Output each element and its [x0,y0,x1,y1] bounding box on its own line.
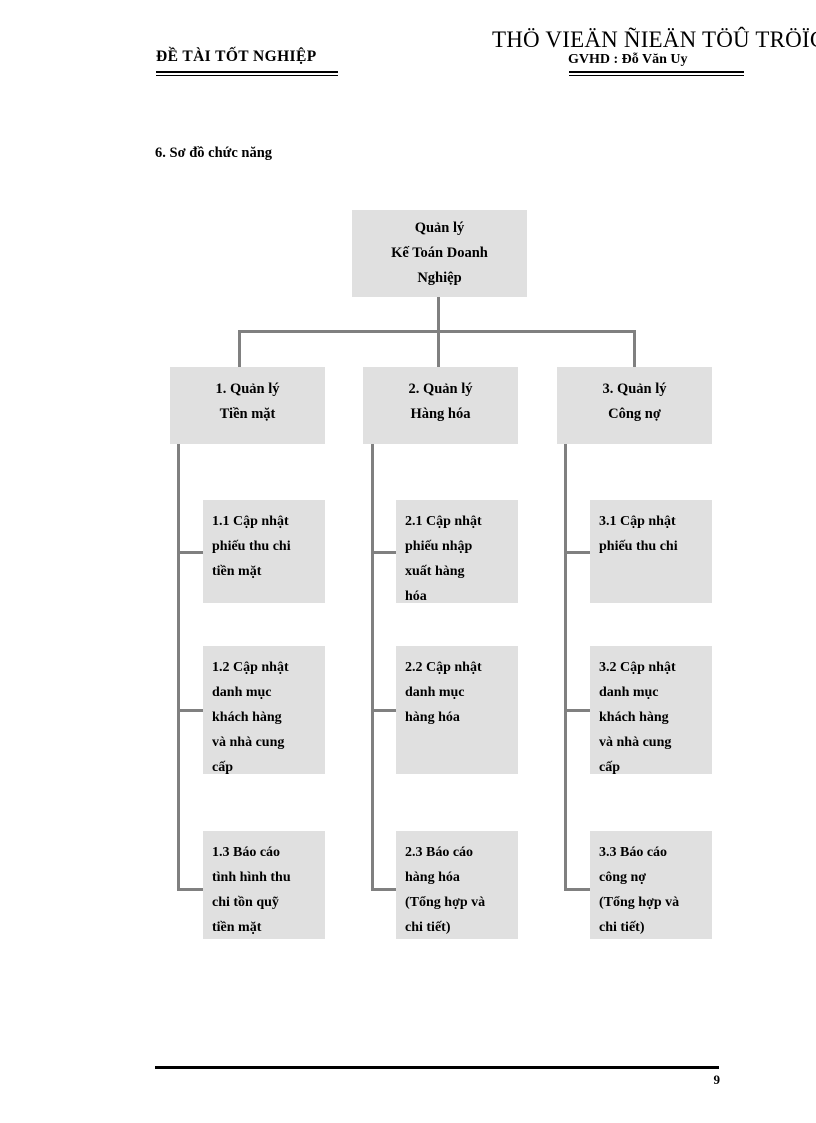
connector-trunk-col-1 [177,443,180,891]
node-text-line: 2.1 Cập nhật [405,514,482,529]
node-text-line: Quản lý [414,220,465,236]
header-advisor-line: GVHD : Đỗ Văn Uy [568,52,688,67]
node-text-line: và nhà cung [599,735,672,750]
node-text-line: phiếu nhập [405,539,473,554]
node-text-line: Kế Toán Doanh [391,245,488,261]
node-text-line: hàng hóa [405,710,460,725]
diagram-node-root[interactable]: Quản lý Kế Toán Doanh Nghiệp [352,210,527,297]
section-heading: 6. Sơ đồ chức năng [155,145,273,161]
node-text-line: danh mục [599,685,659,700]
header-left-title: ĐỀ TÀI TỐT NGHIỆP [156,48,317,65]
node-text-line: Công nợ [608,406,661,422]
node-text-line: chi tồn quỹ [212,895,279,910]
node-text-line: tình hình thu [212,870,291,885]
node-text-line: 2. Quản lý [408,381,473,397]
node-text-line: 3. Quản lý [602,381,667,397]
diagram-node-leaf-1-1[interactable]: 1.1 Cập nhật phiếu thu chi tiền mặt [203,500,325,603]
node-text-line: 2.2 Cập nhật [405,660,482,675]
node-text-line: phiếu thu chi [212,539,291,554]
node-text-line: hàng hóa [405,870,460,885]
node-text-line: phiếu thu chi [599,539,678,554]
node-text-line: và nhà cung [212,735,285,750]
node-text-line: cấp [599,760,620,775]
node-text-line: 2.3 Báo cáo [405,845,474,860]
connector-stub-3-1 [564,551,592,554]
header-right-title: THÖ VIEÄN ÑIEÄN TÖÛ TRÖÏC TUYEÁN [492,27,816,52]
node-text-line: danh mục [212,685,272,700]
node-text-line: xuất hàng [405,564,465,579]
diagram-node-branch-1[interactable]: 1. Quản lý Tiền mặt [170,367,325,444]
node-text-line: chi tiết) [599,920,645,935]
node-text-line: 3.3 Báo cáo [599,845,668,860]
connector-stub-1-1 [177,551,205,554]
node-text-line: (Tổng hợp và [599,895,680,910]
diagram-node-leaf-2-2[interactable]: 2.2 Cập nhật danh mục hàng hóa [396,646,518,774]
header-rule-right-lower [569,75,744,76]
connector-stub-2-1 [371,551,399,554]
node-text-line: 3.2 Cập nhật [599,660,676,675]
diagram-node-leaf-3-1[interactable]: 3.1 Cập nhật phiếu thu chi [590,500,712,603]
node-text-line: 1.3 Báo cáo [212,845,281,860]
node-text-line: công nợ [599,870,647,885]
node-text-line: tiền mặt [212,920,262,935]
connector-root-stem [437,297,440,331]
diagram-node-branch-2[interactable]: 2. Quản lý Hàng hóa [363,367,518,444]
footer-page-number: 9 [713,1072,721,1087]
header-rule-left-lower [156,75,338,76]
connector-stub-1-2 [177,709,205,712]
node-text-line: chi tiết) [405,920,451,935]
connector-stub-1-3 [177,888,205,891]
functional-decomposition-diagram: Quản lý Kế Toán Doanh Nghiệp 1. Quản lý … [170,210,712,939]
node-text-line: danh mục [405,685,465,700]
node-text-line: (Tổng hợp và [405,895,486,910]
node-text-line: Nghiệp [417,270,462,286]
footer-rule [155,1066,719,1069]
node-text-line: 1.1 Cập nhật [212,514,289,529]
node-text-line: khách hàng [599,710,669,725]
diagram-node-leaf-2-1[interactable]: 2.1 Cập nhật phiếu nhập xuất hàng hóa [396,500,518,604]
diagram-node-branch-3[interactable]: 3. Quản lý Công nợ [557,367,712,444]
node-text-line: 3.1 Cập nhật [599,514,676,529]
diagram-node-leaf-2-3[interactable]: 2.3 Báo cáo hàng hóa (Tổng hợp và chi ti… [396,831,518,939]
connector-stub-3-2 [564,709,592,712]
diagram-node-leaf-1-2[interactable]: 1.2 Cập nhật danh mục khách hàng và nhà … [203,646,325,775]
connector-stub-2-3 [371,888,399,891]
connector-drop-branch-1 [238,330,241,368]
node-text-line: Hàng hóa [410,406,471,422]
connector-stub-2-2 [371,709,399,712]
diagram-node-leaf-3-3[interactable]: 3.3 Báo cáo công nợ (Tổng hợp và chi tiế… [590,831,712,939]
connector-drop-branch-2 [437,330,440,368]
diagram-node-leaf-3-2[interactable]: 3.2 Cập nhật danh mục khách hàng và nhà … [590,646,712,775]
node-text-line: 1. Quản lý [215,381,280,397]
connector-trunk-col-2 [371,443,374,891]
node-text-line: khách hàng [212,710,282,725]
header-rule-right-upper [569,71,744,73]
page-header: ĐỀ TÀI TỐT NGHIỆP THÖ VIEÄN ÑIEÄN TÖÛ TR… [0,0,816,90]
diagram-node-leaf-1-3[interactable]: 1.3 Báo cáo tình hình thu chi tồn quỹ ti… [203,831,325,939]
connector-drop-branch-3 [633,330,636,368]
node-text-line: tiền mặt [212,564,262,579]
node-text-line: cấp [212,760,233,775]
connector-stub-3-3 [564,888,592,891]
node-text-line: 1.2 Cập nhật [212,660,289,675]
node-text-line: Tiền mặt [219,406,276,422]
connector-trunk-col-3 [564,443,567,891]
header-rule-left-upper [156,71,338,73]
node-text-line: hóa [405,589,427,604]
